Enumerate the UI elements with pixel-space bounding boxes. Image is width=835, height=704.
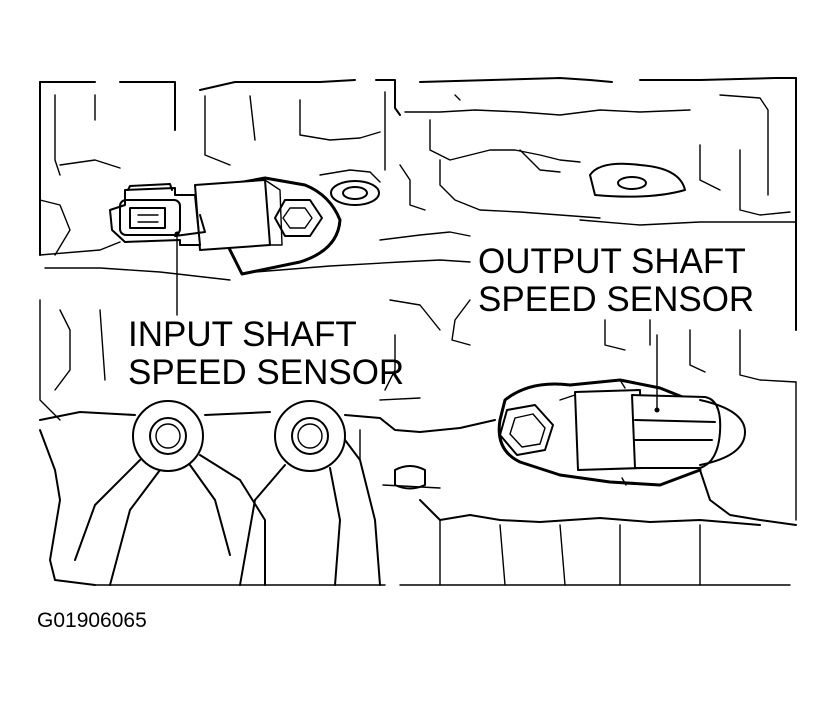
- case-background-lines: [39, 77, 797, 521]
- input-shaft-speed-sensor-label: INPUT SHAFT SPEED SENSOR: [128, 316, 404, 392]
- output-label-line-1: OUTPUT SHAFT: [478, 242, 746, 281]
- output-label-line-2: SPEED SENSOR: [478, 280, 755, 319]
- input-label-line-1: INPUT SHAFT: [128, 315, 357, 354]
- input-shaft-speed-sensor: [109, 176, 342, 276]
- case-bosses: [132, 162, 686, 490]
- output-shaft-speed-sensor-label: OUTPUT SHAFT SPEED SENSOR: [478, 243, 754, 319]
- figure-id: G01906065: [37, 609, 147, 632]
- output-shaft-speed-sensor: [497, 378, 746, 487]
- case-ribs: [39, 397, 797, 586]
- input-label-line-2: SPEED SENSOR: [128, 353, 405, 392]
